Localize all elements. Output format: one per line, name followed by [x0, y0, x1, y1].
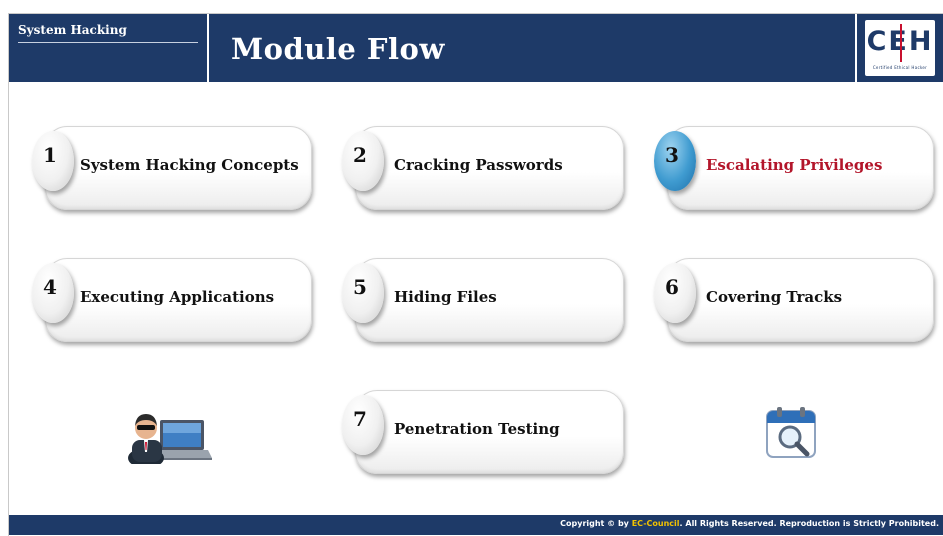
- logo-text: CEH: [865, 26, 935, 57]
- module-label: Executing Applications: [80, 288, 275, 306]
- module-card-6[interactable]: 6 Covering Tracks: [654, 258, 934, 342]
- module-number-badge: 4: [32, 263, 74, 323]
- module-label-active: Escalating Privileges: [706, 156, 883, 174]
- module-label: Hiding Files: [394, 288, 497, 306]
- logo-panel: CEH Certified Ethical Hacker: [855, 14, 943, 82]
- copyright-suffix: All Rights Reserved. Reproduction is Str…: [685, 519, 939, 528]
- page-title: Module Flow: [231, 32, 445, 66]
- calendar-search-icon: [763, 405, 819, 461]
- copyright-text: Copyright © by EC-Council. All Rights Re…: [560, 519, 939, 528]
- module-number: 5: [353, 275, 367, 299]
- module-number: 7: [353, 407, 367, 431]
- copyright-prefix: Copyright © by: [560, 519, 629, 528]
- section-divider: [18, 42, 198, 43]
- module-number-badge: 5: [342, 263, 384, 323]
- module-number: 3: [665, 143, 679, 167]
- module-number: 1: [43, 143, 57, 167]
- module-label: Cracking Passwords: [394, 156, 563, 174]
- module-number-badge: 7: [342, 395, 384, 455]
- module-number-badge: 6: [654, 263, 696, 323]
- module-number-badge: 1: [32, 131, 74, 191]
- section-panel: System Hacking: [9, 14, 209, 82]
- module-card-4[interactable]: 4 Executing Applications: [32, 258, 312, 342]
- module-number-badge: 2: [342, 131, 384, 191]
- module-label: Covering Tracks: [706, 288, 843, 306]
- module-card-2[interactable]: 2 Cracking Passwords: [342, 126, 624, 210]
- module-number: 6: [665, 275, 679, 299]
- header-bar: System Hacking Module Flow CEH Certified…: [9, 14, 943, 82]
- slide-frame: [8, 13, 943, 536]
- footer-bar: Copyright © by EC-Council. All Rights Re…: [9, 515, 943, 535]
- logo-subtitle: Certified Ethical Hacker: [872, 65, 928, 70]
- hacker-laptop-icon: [128, 398, 214, 468]
- logo-divider: [900, 24, 902, 62]
- ceh-logo: CEH Certified Ethical Hacker: [865, 20, 935, 76]
- module-card-7[interactable]: 7 Penetration Testing: [342, 390, 624, 474]
- module-number-badge-active: 3: [654, 131, 696, 191]
- module-card-3[interactable]: 3 Escalating Privileges: [654, 126, 934, 210]
- module-label: System Hacking Concepts: [80, 156, 299, 174]
- section-label: System Hacking: [18, 23, 127, 37]
- module-number: 4: [43, 275, 57, 299]
- module-label: Penetration Testing: [394, 420, 560, 438]
- module-card-1[interactable]: 1 System Hacking Concepts: [32, 126, 312, 210]
- brand-name: EC-Council: [631, 519, 680, 528]
- module-number: 2: [353, 143, 367, 167]
- module-card-5[interactable]: 5 Hiding Files: [342, 258, 624, 342]
